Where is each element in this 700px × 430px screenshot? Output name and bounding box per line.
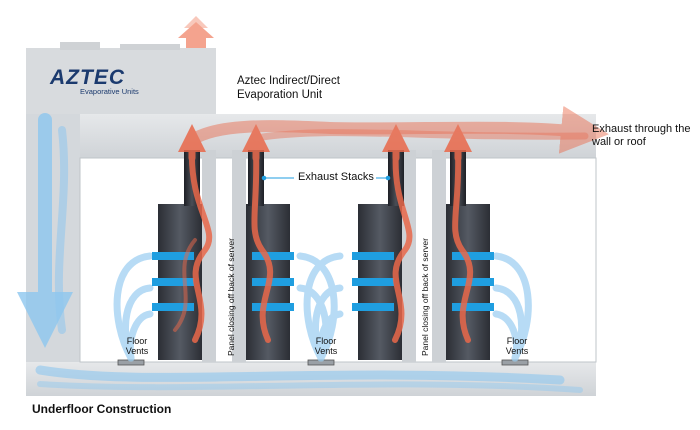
floor-vents [117, 359, 529, 366]
unit-title: Aztec Indirect/Direct Evaporation Unit [237, 74, 340, 102]
rack-1-panel [202, 150, 216, 362]
exhaust-label: Exhaust through the wall or roof [592, 123, 692, 149]
vent-label-line-1: Floor [506, 336, 528, 346]
unit-title-line-1: Aztec Indirect/Direct [237, 75, 340, 87]
exhaust-label-line-2: wall or roof [592, 136, 646, 148]
cool-intake-airflow [113, 252, 532, 362]
vent-label-line-1: Floor [315, 336, 337, 346]
rack-2-panel [232, 150, 246, 362]
rack-3-panel [402, 150, 416, 362]
panel-label-1: Panel closing off back of server [226, 238, 236, 356]
hot-exhaust-airflow [173, 105, 609, 343]
unit-top-exhaust [178, 16, 214, 48]
rack-4-panel [432, 150, 446, 362]
exhaust-stacks-label: Exhaust Stacks [296, 171, 376, 183]
vent-label-line-2: Vents [505, 346, 529, 356]
vent-label-line-2: Vents [314, 346, 338, 356]
cool-supply-airflow [16, 113, 583, 393]
floor-vent-label-3: Floor Vents [497, 336, 537, 356]
logo-tagline: Evaporative Units [80, 87, 139, 96]
left-supply-wall [26, 114, 80, 396]
unit-title-line-2: Evaporation Unit [237, 89, 323, 101]
underfloor-label: Underfloor Construction [32, 402, 172, 416]
return-air-ceiling [26, 114, 596, 158]
floor-vent-label-2: Floor Vents [306, 336, 346, 356]
logo-brand: AZTEC [50, 66, 125, 89]
vent-label-line-2: Vents [125, 346, 149, 356]
aztec-unit-housing [26, 42, 216, 114]
panel-label-2: Panel closing off back of server [420, 238, 430, 356]
exhaust-label-line-1: Exhaust through the [592, 123, 691, 135]
vent-label-line-1: Floor [126, 336, 148, 346]
aztec-logo: AZTEC Evaporative Units [50, 66, 139, 96]
floor-vent-label-1: Floor Vents [117, 336, 157, 356]
